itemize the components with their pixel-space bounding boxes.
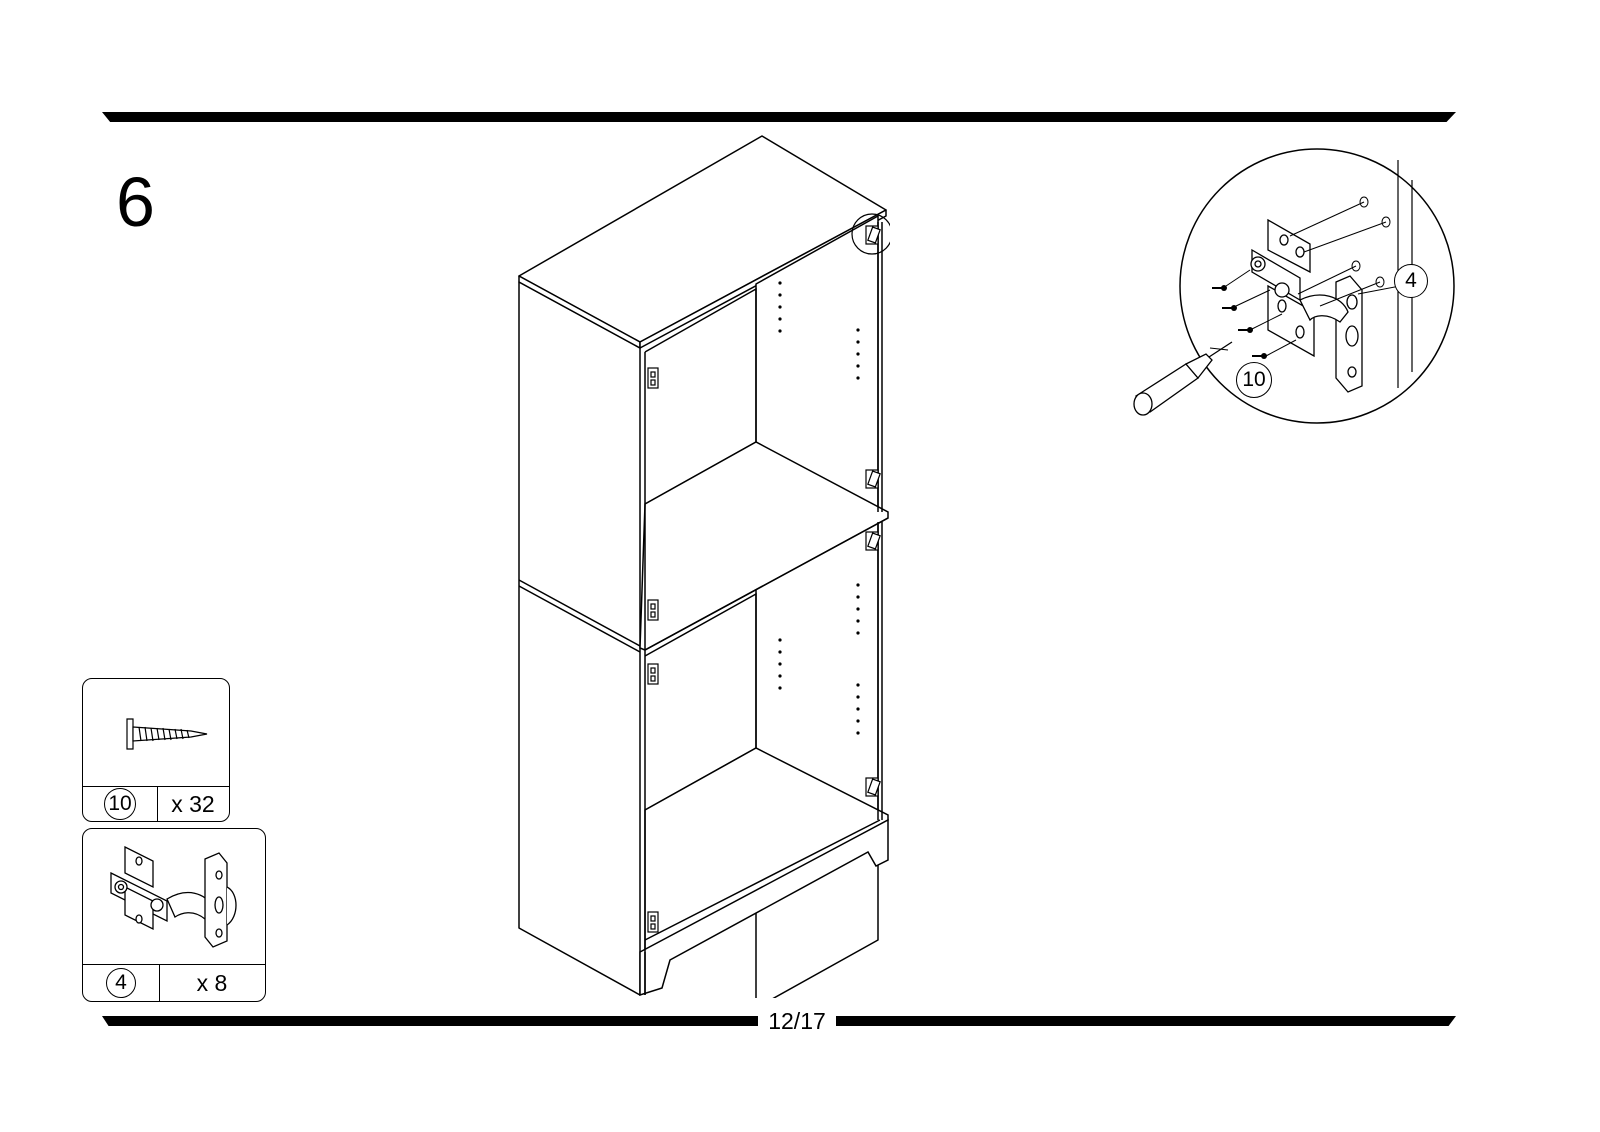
screw-icon	[83, 679, 229, 787]
step-number: 6	[116, 164, 155, 240]
callout-screw-label: 10	[1236, 362, 1272, 398]
page-number: 12/17	[758, 1008, 836, 1034]
hinge-icon	[83, 829, 265, 965]
footer-rule-left	[102, 1016, 758, 1026]
footer-rule-right	[836, 1016, 1456, 1026]
header-rule	[102, 112, 1456, 122]
part-card-screw: 10 x 32	[82, 678, 230, 822]
part-quantity: x 32	[157, 787, 229, 821]
part-card-hinge: 4 x 8	[82, 828, 266, 1002]
part-id-badge: 4	[106, 968, 136, 998]
cabinet-illustration	[500, 128, 890, 998]
part-quantity: x 8	[159, 965, 265, 1001]
callout-hinge-label: 4	[1394, 264, 1428, 298]
part-id-badge: 10	[104, 788, 136, 820]
